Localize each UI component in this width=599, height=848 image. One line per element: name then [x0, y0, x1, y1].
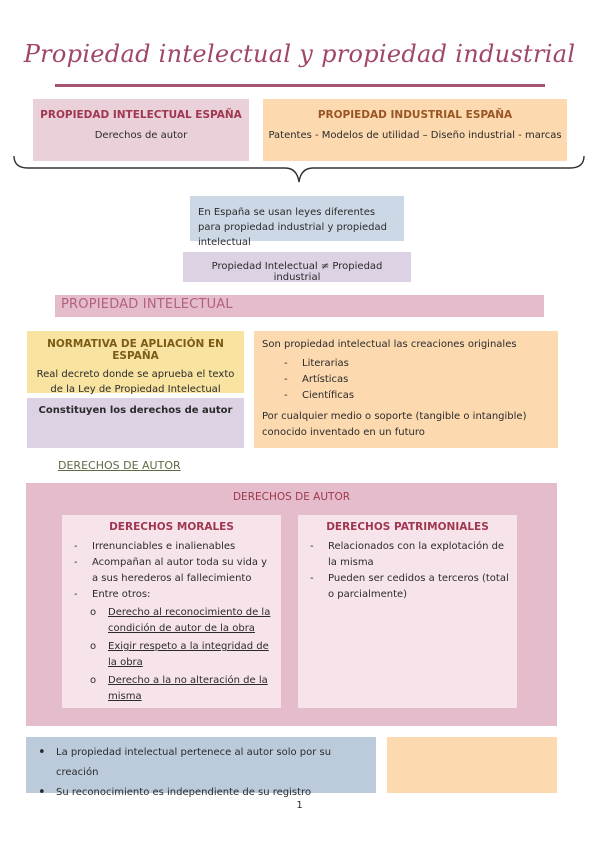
- note-leyes: En España se usan leyes diferentes para …: [190, 196, 404, 248]
- list-item: Entre otros:: [68, 587, 275, 603]
- list-item: Artísticas: [278, 372, 550, 388]
- card-constituyen: Constituyen los derechos de autor: [27, 398, 244, 448]
- list-item: Acompañan al autor toda su vida y a sus …: [68, 555, 275, 587]
- list-item: Relacionados con la explotación de la mi…: [304, 539, 511, 571]
- card-text: Patentes - Modelos de utilidad – Diseño …: [268, 130, 562, 141]
- list-item: La propiedad intelectual pertenece al au…: [30, 743, 372, 783]
- list-item: Literarias: [278, 356, 550, 372]
- card-normativa: NORMATIVA DE APLIACIÓN EN ESPAÑA Real de…: [27, 331, 244, 395]
- list-item: Su reconocimiento es independiente de su…: [30, 783, 372, 803]
- card-derechos-morales: DERECHOS MORALES Irrenunciables e inalie…: [62, 515, 281, 708]
- derechos-heading: DERECHOS DE AUTOR: [232, 491, 351, 503]
- card-bottom-notes: La propiedad intelectual pertenece al au…: [26, 737, 376, 803]
- list-item: Exigir respeto a la integridad de la obr…: [68, 639, 275, 671]
- morales-heading: DERECHOS MORALES: [109, 521, 234, 533]
- card-empty: [387, 737, 557, 793]
- creaciones-list: Literarias Artísticas Científicas: [278, 356, 550, 404]
- title-underline: [55, 84, 545, 87]
- bottom-list: La propiedad intelectual pertenece al au…: [30, 743, 372, 803]
- list-item: Derecho a la no alteración de la misma: [68, 673, 275, 705]
- card-creaciones: Son propiedad intelectual las creaciones…: [254, 331, 558, 448]
- card-heading: PROPIEDAD INTELECTUAL ESPAÑA: [40, 109, 242, 121]
- patrimoniales-list: Relacionados con la explotación de la mi…: [304, 539, 511, 603]
- note-distinto: Propiedad Intelectual ≠ Propiedad indust…: [183, 252, 411, 283]
- derechos-link[interactable]: DERECHOS DE AUTOR: [58, 459, 181, 472]
- creaciones-outro: Por cualquier medio o soporte (tangible …: [262, 411, 527, 438]
- card-heading: PROPIEDAD INDUSTRIAL ESPAÑA: [317, 109, 513, 121]
- list-item: Irrenunciables e inalienables: [68, 539, 275, 555]
- card-derechos-patrimoniales: DERECHOS PATRIMONIALES Relacionados con …: [298, 515, 517, 708]
- page-number: 1: [296, 800, 303, 811]
- patrimoniales-heading: DERECHOS PATRIMONIALES: [326, 521, 489, 533]
- normativa-text: Real decreto donde se aprueba el texto d…: [36, 369, 235, 395]
- morales-list: Irrenunciables e inalienables Acompañan …: [68, 539, 275, 603]
- list-item: Derecho al reconocimiento de la condició…: [68, 605, 275, 637]
- page-title: Propiedad intelectual y propiedad indust…: [23, 40, 576, 68]
- morales-sublist: Derecho al reconocimiento de la condició…: [68, 605, 275, 705]
- card-propiedad-intelectual: PROPIEDAD INTELECTUAL ESPAÑA Derechos de…: [33, 99, 249, 161]
- creaciones-intro: Son propiedad intelectual las creaciones…: [262, 339, 517, 350]
- section-title: PROPIEDAD INTELECTUAL: [55, 295, 544, 317]
- card-text: Derechos de autor: [94, 130, 188, 141]
- curly-brace: [13, 155, 585, 183]
- list-item: Pueden ser cedidos a terceros (total o p…: [304, 571, 511, 603]
- card-propiedad-industrial: PROPIEDAD INDUSTRIAL ESPAÑA Patentes - M…: [263, 99, 567, 161]
- list-item: Científicas: [278, 388, 550, 404]
- normativa-heading: NORMATIVA DE APLIACIÓN EN ESPAÑA: [47, 338, 224, 362]
